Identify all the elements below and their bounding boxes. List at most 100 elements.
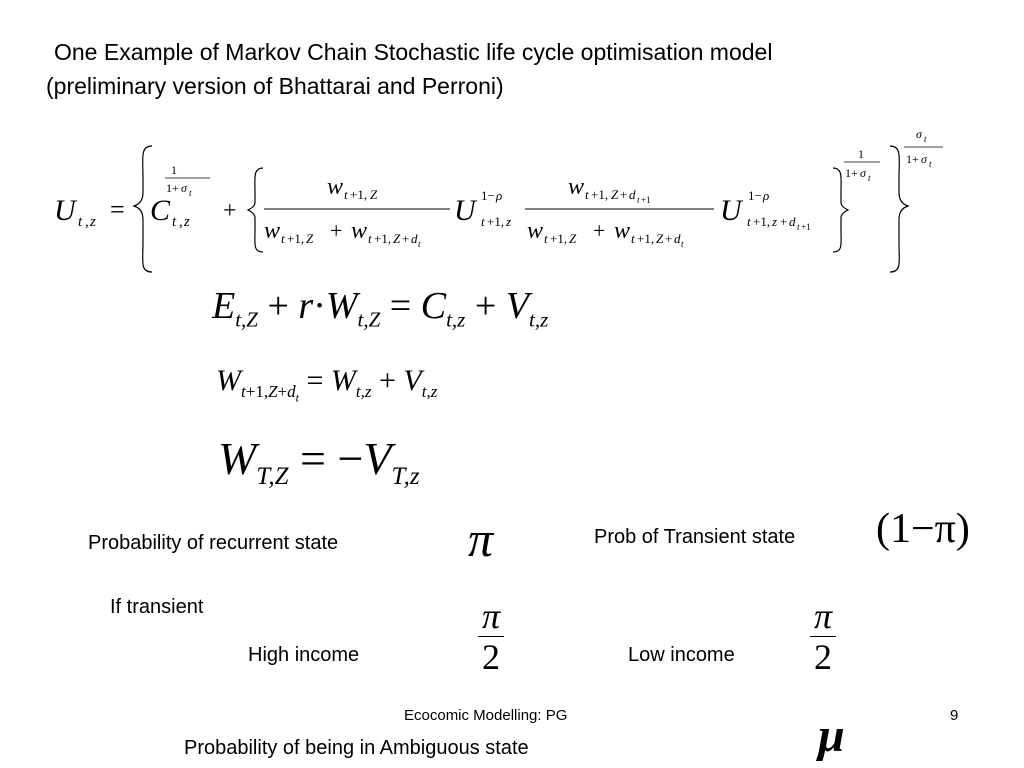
recurrent-state-label: Probability of recurrent state xyxy=(88,532,339,554)
svg-text:t: t xyxy=(344,187,348,202)
svg-text:σ: σ xyxy=(916,127,923,141)
svg-text:z: z xyxy=(505,214,511,229)
svg-text:+: + xyxy=(223,198,237,224)
svg-text:t: t xyxy=(418,239,421,249)
svg-text:w: w xyxy=(264,218,280,244)
mu-symbol: μ xyxy=(818,709,845,762)
svg-text:σ: σ xyxy=(181,181,188,195)
svg-text:Z: Z xyxy=(393,231,401,246)
svg-text:d: d xyxy=(411,231,418,246)
high-income-denominator: 2 xyxy=(482,637,501,677)
svg-text:ρ: ρ xyxy=(762,188,769,203)
svg-text:w: w xyxy=(327,174,343,200)
svg-text:C: C xyxy=(150,194,171,227)
svg-text:,: , xyxy=(85,214,89,230)
svg-text:+1: +1 xyxy=(641,195,651,205)
svg-text:σ: σ xyxy=(860,166,867,180)
ambiguous-state-label: Probability of being in Ambiguous state xyxy=(184,737,529,759)
svg-text:t: t xyxy=(481,214,485,229)
svg-text:1−: 1− xyxy=(748,188,762,203)
terminal-wealth-equation: WT,Z = −VT,z xyxy=(218,433,420,491)
wealth-transition-equation: Wt+1,Z+dt = Wt,z + Vt,z xyxy=(216,364,438,405)
svg-text:1+: 1+ xyxy=(845,166,858,180)
svg-text:+: + xyxy=(780,214,787,229)
pi-symbol: π xyxy=(468,511,494,567)
svg-text:w: w xyxy=(351,218,367,244)
svg-text:1: 1 xyxy=(171,163,177,177)
low-income-label: Low income xyxy=(628,644,735,666)
svg-text:+1,: +1, xyxy=(487,214,504,229)
svg-text:+1,: +1, xyxy=(374,231,391,246)
low-income-numerator: π xyxy=(814,596,833,636)
transient-state-label: Prob of Transient state xyxy=(594,526,796,548)
high-income-numerator: π xyxy=(482,596,501,636)
page-number: 9 xyxy=(950,707,959,724)
svg-text:z: z xyxy=(89,214,96,230)
svg-text:U: U xyxy=(54,194,78,227)
svg-text:+: + xyxy=(665,231,672,246)
svg-text:t: t xyxy=(868,173,871,183)
svg-text:t: t xyxy=(631,231,635,246)
svg-text:1: 1 xyxy=(858,147,864,161)
svg-text:t: t xyxy=(281,231,285,246)
svg-text:z: z xyxy=(771,214,777,229)
svg-text:d: d xyxy=(789,214,796,229)
svg-text:1−: 1− xyxy=(481,188,495,203)
low-income-fraction: π 2 xyxy=(810,596,837,677)
svg-text:σ: σ xyxy=(921,152,928,166)
svg-text:w: w xyxy=(568,174,584,200)
svg-text:,: , xyxy=(179,214,183,230)
svg-text:w: w xyxy=(527,218,543,244)
svg-text:+1,: +1, xyxy=(350,187,367,202)
svg-text:Z: Z xyxy=(370,187,378,202)
one-minus-pi-text: 1−π xyxy=(890,506,956,552)
budget-equation: Et,Z + r·Wt,Z = Ct,z + Vt,z xyxy=(212,285,549,332)
svg-text:+1,: +1, xyxy=(591,187,608,202)
utility-equation: U t , z = C 1 1+ σ t t , z + w t +1, Z xyxy=(54,127,943,273)
svg-text:t: t xyxy=(797,222,800,232)
svg-text:1+: 1+ xyxy=(906,152,919,166)
svg-text:Z: Z xyxy=(306,231,314,246)
svg-text:1+: 1+ xyxy=(166,181,179,195)
title-line-1: One Example of Markov Chain Stochastic l… xyxy=(54,39,773,65)
svg-text:t: t xyxy=(189,188,192,198)
svg-text:Z: Z xyxy=(569,231,577,246)
svg-text:+: + xyxy=(330,218,342,243)
svg-text:U: U xyxy=(720,194,744,227)
svg-text:+1,: +1, xyxy=(550,231,567,246)
svg-text:t: t xyxy=(544,231,548,246)
svg-text:+: + xyxy=(593,218,605,243)
svg-text:t: t xyxy=(78,214,83,230)
svg-text:t: t xyxy=(747,214,751,229)
svg-text:t: t xyxy=(637,195,640,205)
svg-text:U: U xyxy=(454,194,478,227)
svg-text:+1,: +1, xyxy=(287,231,304,246)
svg-text:t: t xyxy=(924,134,927,144)
svg-text:+1,: +1, xyxy=(753,214,770,229)
svg-text:+1: +1 xyxy=(801,222,811,232)
svg-text:t: t xyxy=(172,214,177,230)
svg-text:ρ: ρ xyxy=(495,188,502,203)
high-income-label: High income xyxy=(248,644,360,666)
footer-center-text: Ecocomic Modelling: PG xyxy=(404,707,568,724)
title-line-2: (preliminary version of Bhattarai and Pe… xyxy=(46,73,504,99)
svg-text:t: t xyxy=(368,231,372,246)
svg-text:t: t xyxy=(929,159,932,169)
svg-text:z: z xyxy=(183,214,190,230)
svg-text:t: t xyxy=(681,239,684,249)
svg-text:+: + xyxy=(620,187,627,202)
if-transient-label: If transient xyxy=(110,596,204,618)
svg-text:=: = xyxy=(110,195,125,224)
svg-text:+: + xyxy=(402,231,409,246)
svg-text:d: d xyxy=(674,231,681,246)
one-minus-pi: (1−π) xyxy=(876,506,970,552)
svg-text:Z: Z xyxy=(656,231,664,246)
svg-text:+1,: +1, xyxy=(637,231,654,246)
svg-text:d: d xyxy=(629,187,636,202)
low-income-denominator: 2 xyxy=(814,637,833,677)
high-income-fraction: π 2 xyxy=(478,596,505,677)
svg-text:w: w xyxy=(614,218,630,244)
svg-text:Z: Z xyxy=(611,187,619,202)
svg-text:t: t xyxy=(585,187,589,202)
